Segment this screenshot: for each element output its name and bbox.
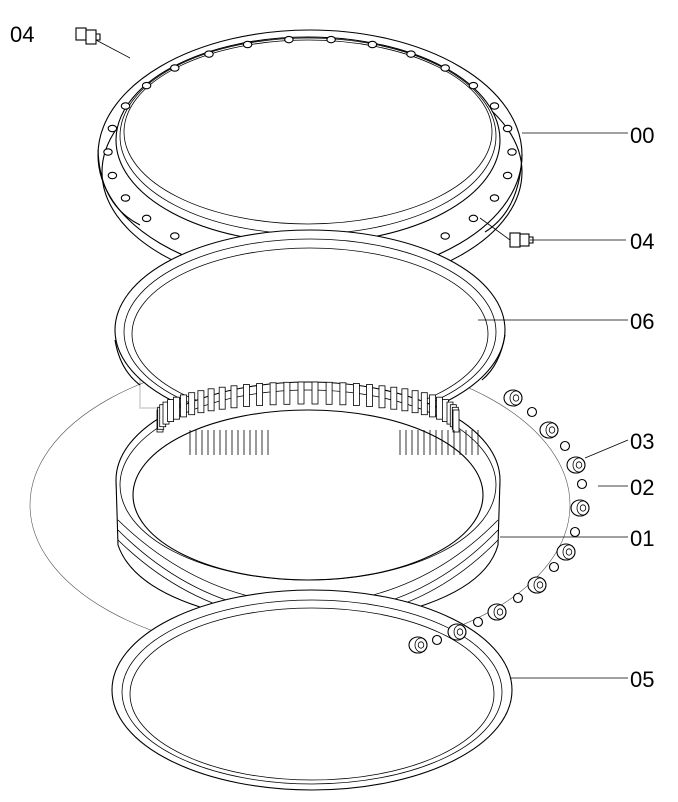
bolt-hole bbox=[326, 35, 336, 44]
spacer-ball bbox=[548, 561, 560, 573]
bolt-hole bbox=[242, 40, 253, 49]
spacer-ball bbox=[526, 406, 538, 418]
bolt-hole bbox=[120, 194, 131, 202]
roller bbox=[570, 499, 590, 517]
gear-tooth bbox=[230, 385, 238, 409]
roller-chain bbox=[408, 389, 590, 654]
gear-tooth bbox=[188, 392, 196, 416]
spacer-ball bbox=[559, 440, 571, 452]
label-bolt-top: 04 bbox=[10, 22, 34, 47]
bolt-hole bbox=[502, 124, 513, 133]
gear-tooth bbox=[243, 384, 250, 407]
label-outer-ring: 00 bbox=[630, 123, 654, 148]
lower-seal-ring bbox=[111, 589, 513, 791]
gear-tooth bbox=[429, 394, 436, 418]
upper-seal-ring bbox=[114, 229, 506, 431]
roller bbox=[408, 636, 428, 654]
gear-tooth bbox=[269, 382, 277, 406]
gear-tooth bbox=[297, 381, 305, 405]
spacer-ball bbox=[431, 634, 443, 646]
gear-tooth bbox=[197, 390, 205, 414]
bolt-hole bbox=[468, 214, 479, 223]
gear-tooth bbox=[218, 386, 226, 410]
gear-tooth bbox=[180, 394, 187, 418]
bolt-hole bbox=[170, 64, 180, 72]
roller bbox=[539, 421, 559, 439]
gear-tooth bbox=[173, 396, 180, 420]
gear-tooth bbox=[420, 392, 428, 416]
bolt-hole bbox=[440, 64, 450, 72]
spacer-ball bbox=[472, 616, 484, 628]
bolt-hole bbox=[204, 50, 214, 58]
bolt-hole bbox=[107, 171, 118, 180]
bolt-hole bbox=[367, 40, 378, 49]
gear-tooth bbox=[167, 399, 175, 423]
leader-lines bbox=[95, 39, 629, 679]
roller bbox=[566, 456, 586, 474]
roller bbox=[447, 623, 467, 641]
bolt-hole bbox=[141, 81, 152, 90]
gear-tooth bbox=[436, 396, 443, 420]
roller bbox=[556, 543, 576, 561]
bolt-hole bbox=[170, 232, 180, 240]
roller bbox=[527, 576, 547, 594]
label-seal-upper: 06 bbox=[630, 309, 654, 334]
bolt-hole bbox=[440, 232, 450, 240]
roller bbox=[487, 603, 507, 621]
gear-tooth bbox=[452, 409, 460, 433]
spacer-ball bbox=[576, 478, 588, 490]
bolt-hole bbox=[107, 124, 118, 133]
bolt-hole bbox=[507, 148, 517, 156]
outer-flange-ring bbox=[97, 29, 523, 291]
gear-tooth bbox=[256, 383, 264, 406]
gear-tooth bbox=[366, 384, 373, 407]
gear-tooth bbox=[325, 381, 333, 405]
bolt-hole bbox=[489, 194, 500, 202]
label-spacer: 02 bbox=[630, 475, 654, 500]
inner-gear-ring bbox=[115, 381, 501, 629]
gear-tooth bbox=[378, 385, 386, 409]
label-roller: 03 bbox=[630, 429, 654, 454]
spacer-ball bbox=[512, 592, 524, 604]
gear-tooth bbox=[207, 388, 215, 412]
gear-teeth bbox=[156, 381, 479, 455]
bolt-hole bbox=[502, 171, 513, 180]
label-seal-lower: 05 bbox=[630, 667, 654, 692]
label-inner-ring: 01 bbox=[630, 526, 654, 551]
bolt-top bbox=[75, 27, 101, 45]
bolt-hole bbox=[406, 50, 416, 58]
gear-tooth bbox=[401, 388, 409, 412]
spacer-ball bbox=[569, 526, 581, 538]
bolt-hole bbox=[468, 81, 479, 90]
bolt-hole bbox=[103, 148, 113, 156]
gear-tooth bbox=[352, 383, 360, 406]
gear-tooth bbox=[283, 381, 291, 405]
bolt-hole bbox=[284, 35, 294, 44]
gear-tooth bbox=[390, 386, 398, 410]
bolt-hole bbox=[489, 102, 500, 110]
label-bolt-right: 04 bbox=[630, 229, 654, 254]
bolt-hole bbox=[141, 214, 152, 223]
gear-tooth bbox=[411, 390, 419, 414]
gear-tooth bbox=[339, 382, 347, 406]
roller bbox=[503, 389, 523, 407]
bolt-right bbox=[509, 232, 534, 248]
gear-tooth bbox=[311, 381, 319, 405]
bolt-hole bbox=[120, 102, 131, 110]
